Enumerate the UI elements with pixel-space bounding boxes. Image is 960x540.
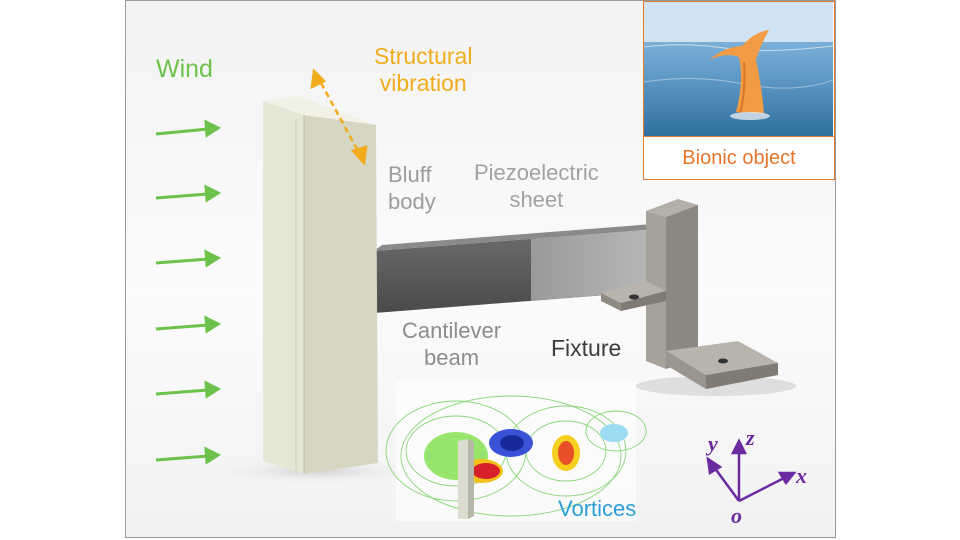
vibration-line-2: vibration (379, 70, 467, 96)
bionic-object-caption: Bionic object (644, 136, 834, 179)
cantilever-beam-label: Cantilever beam (402, 317, 501, 371)
diagram-frame: Wind Structural vibration Bluff body Pie… (125, 0, 836, 538)
vibration-arrow (310, 68, 368, 166)
axis-z-label: z (746, 425, 755, 450)
bionic-object-inset: Bionic object (643, 1, 835, 180)
piezo-line-1: Piezoelectric (474, 160, 599, 185)
fixture (601, 199, 796, 396)
vortex-plot (385, 381, 647, 521)
axis-y-label: y (708, 431, 718, 456)
cantilever-line-1: Cantilever (402, 318, 502, 343)
diagram-drawing (155, 68, 797, 521)
piezo-line-2: sheet (509, 187, 564, 212)
wind-label: Wind (156, 55, 213, 83)
bluff-line-2: body (388, 189, 436, 214)
bluff-body-label: Bluff body (388, 161, 436, 215)
axis-origin-label: o (731, 503, 742, 528)
bionic-object-image (644, 2, 833, 137)
coordinate-axes (706, 438, 797, 503)
bluff-body (263, 96, 378, 474)
bluff-line-1: Bluff (388, 162, 432, 187)
piezoelectric-sheet-label: Piezoelectric sheet (474, 159, 599, 213)
wind-arrows (155, 119, 222, 465)
piezoelectric-sheet (531, 229, 656, 301)
axis-x-label: x (796, 463, 807, 488)
structural-vibration-label: Structural vibration (374, 43, 472, 97)
vortices-label: Vortices (558, 496, 637, 521)
fixture-label: Fixture (551, 335, 622, 361)
vibration-line-1: Structural (374, 43, 473, 69)
cantilever-line-2: beam (424, 345, 480, 370)
